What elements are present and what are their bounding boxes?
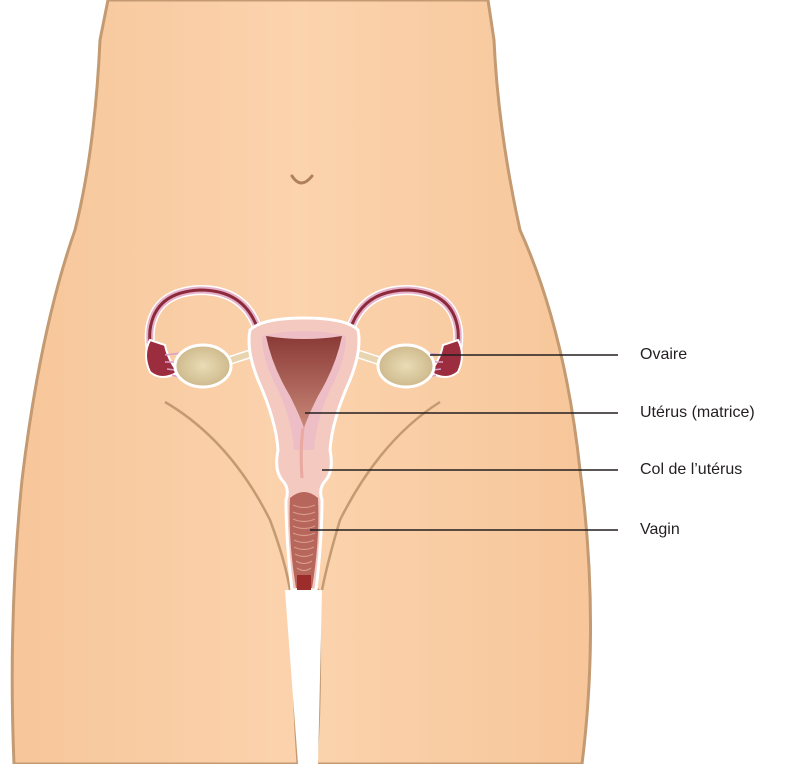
vagina — [290, 492, 319, 588]
vaginal-opening — [297, 575, 311, 590]
uterus-label: Utérus (matrice) — [640, 404, 755, 422]
right-ovary — [378, 345, 434, 387]
vagina-label: Vagin — [640, 521, 680, 539]
left-ovary — [175, 345, 231, 387]
cervix-label: Col de l’utérus — [640, 461, 742, 479]
ovary-label: Ovaire — [640, 346, 687, 364]
